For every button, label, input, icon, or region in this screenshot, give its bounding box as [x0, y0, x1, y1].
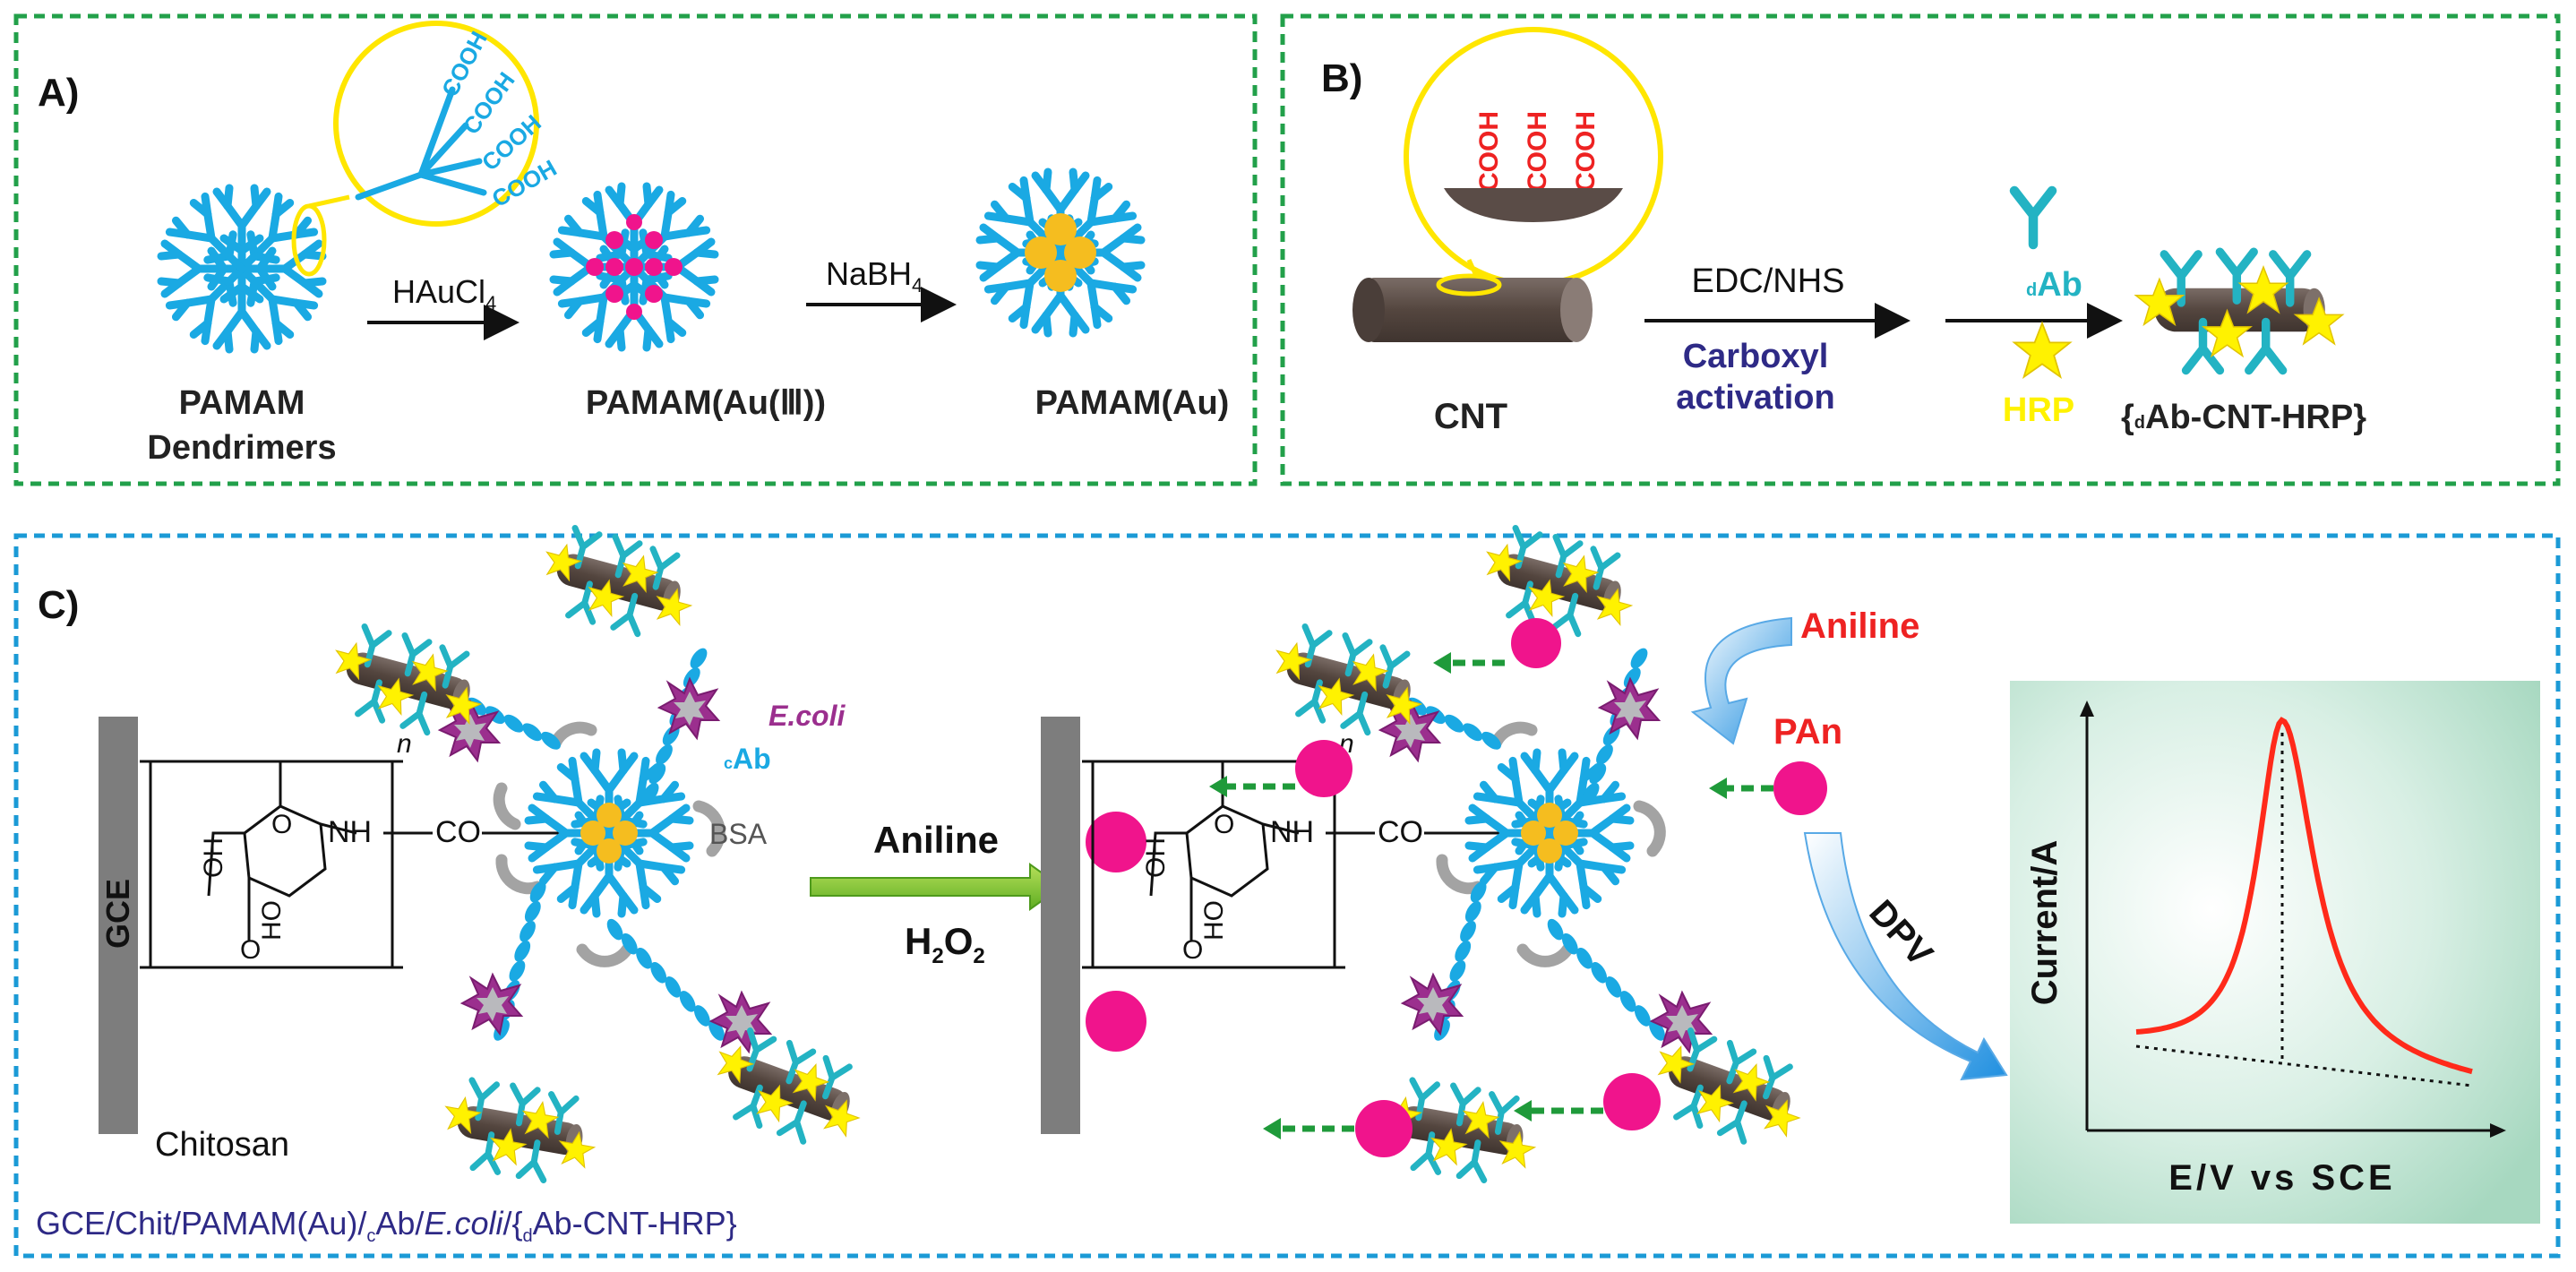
panel-a-frame — [13, 13, 1258, 486]
dpv-plot-background — [2010, 681, 2540, 1224]
product-label: {dAb-CNT-HRP} — [2121, 399, 2366, 436]
cnt-label: CNT — [1434, 397, 1507, 436]
svg-text:n: n — [397, 729, 412, 759]
dpv-y-axis-arrow — [2080, 700, 2094, 717]
dpv-x-label: E/V vs SCE — [2168, 1158, 2395, 1198]
carboxyl-label-b2: COOH — [1523, 111, 1552, 192]
zoom-leader-line — [308, 194, 350, 209]
antibody-chain-2d — [1544, 907, 1669, 1052]
reaction-arrow-green — [810, 863, 1063, 911]
dendrimer-au-core-icon — [528, 752, 690, 914]
antibody-label: dAb — [2026, 266, 2082, 304]
reaction-bottom-label: H2O2 — [905, 920, 985, 968]
chitosan-label: Chitosan — [155, 1126, 289, 1164]
svg-text:OH: OH — [199, 838, 228, 878]
dendrimer-branch-icon — [355, 86, 487, 201]
aniline-label: Aniline — [1800, 606, 1919, 646]
conjugate-icon-3 — [436, 1075, 602, 1188]
antibody-chain-lower-right — [604, 907, 728, 1052]
dpv-x-axis-arrow — [2490, 1123, 2506, 1138]
dpv-arrow — [1803, 832, 2008, 1081]
carboxyl-label-b1: COOH — [1474, 111, 1504, 192]
panel-b-frame — [1280, 13, 2561, 486]
pan-deposit-2 — [1086, 991, 1146, 1052]
svg-text:HO: HO — [1199, 900, 1229, 941]
bsa-blocker-icon — [493, 721, 726, 967]
dpv-peak-curve — [2135, 717, 2473, 1075]
ecoli-icon-4 — [710, 992, 771, 1053]
dendrimer-au-icon — [980, 172, 1141, 333]
svg-text:NH: NH — [328, 815, 372, 849]
dpv-y-label: Current/A — [2025, 840, 2065, 1005]
svg-text:OH: OH — [1141, 838, 1171, 878]
reagent-nabh4: NaBH4 — [826, 255, 923, 297]
ecoli-label: E.coli — [769, 700, 846, 732]
activation-label-2: activation — [1676, 379, 1834, 417]
svg-text:CO: CO — [1378, 815, 1423, 849]
conjugate-icon-2 — [532, 521, 703, 646]
pan-label: PAn — [1773, 712, 1842, 752]
panel-c-frame — [13, 533, 2561, 1259]
polymerization-arrow — [1690, 616, 1792, 745]
dendrimer-au-core-icon-2 — [1469, 752, 1630, 914]
species-label-1b: Dendrimers — [147, 429, 336, 467]
panel-b-label: B) — [1321, 56, 1362, 100]
reaction-top-label: Aniline — [873, 819, 999, 861]
antibody-icon — [2014, 191, 2052, 245]
gce-electrode — [99, 717, 138, 1134]
diffusion-arrows — [1209, 652, 1773, 1139]
edc-nhs-label: EDC/NHS — [1691, 262, 1844, 300]
panel-a-label: A) — [38, 71, 79, 115]
capture-ab-label: cAb — [724, 743, 771, 775]
svg-text:NH: NH — [1270, 815, 1314, 849]
hrp-star-icon — [2013, 322, 2072, 378]
svg-text:CO: CO — [435, 815, 481, 849]
dpv-baseline — [2135, 1044, 2473, 1087]
cnt-surface-icon — [1444, 188, 1623, 222]
dendrimer-au3-icon — [554, 186, 715, 348]
electrode-caption: GCE/Chit/PAMAM(Au)/cAb/E.coli/{dAb-CNT-H… — [36, 1205, 737, 1246]
carboxyl-label-b3: COOH — [1571, 111, 1601, 192]
species-label-2: PAMAM(Au(Ⅲ)) — [586, 384, 826, 422]
bsa-label: BSA — [709, 818, 768, 850]
gce-label: GCE — [99, 879, 136, 949]
reagent-haucl4: HAuCl4 — [392, 273, 496, 314]
cnt-icon — [1352, 273, 1593, 342]
pan-deposit-1 — [1086, 812, 1146, 872]
ecoli-icon-8 — [1651, 992, 1712, 1053]
svg-text:HO: HO — [257, 900, 287, 941]
hrp-label: HRP — [2003, 391, 2074, 429]
svg-text:O: O — [240, 935, 261, 965]
dendrimer-zoom-bubble — [333, 21, 539, 227]
dpv-plot: Current/A E/V vs SCE — [2010, 681, 2540, 1224]
gce-electrode-2 — [1041, 717, 1080, 1134]
pan-particles — [1295, 618, 1827, 1157]
chitosan-structure-2: n OH O HO O NH CO — [1080, 729, 1532, 969]
svg-text:O: O — [1182, 935, 1203, 965]
cnt-hrp-conjugate-icon — [2136, 252, 2343, 370]
activation-label-1: Carboxyl — [1683, 338, 1829, 375]
svg-text:O: O — [1214, 810, 1234, 839]
chitosan-structure: n OH O HO O NH CO — [138, 729, 589, 969]
svg-text:O: O — [271, 810, 292, 839]
conjugate-icon-6 — [1473, 521, 1644, 646]
species-label-1: PAMAM — [179, 384, 305, 422]
species-label-3: PAMAM(Au) — [1035, 384, 1230, 422]
panel-c-label: C) — [38, 583, 79, 627]
